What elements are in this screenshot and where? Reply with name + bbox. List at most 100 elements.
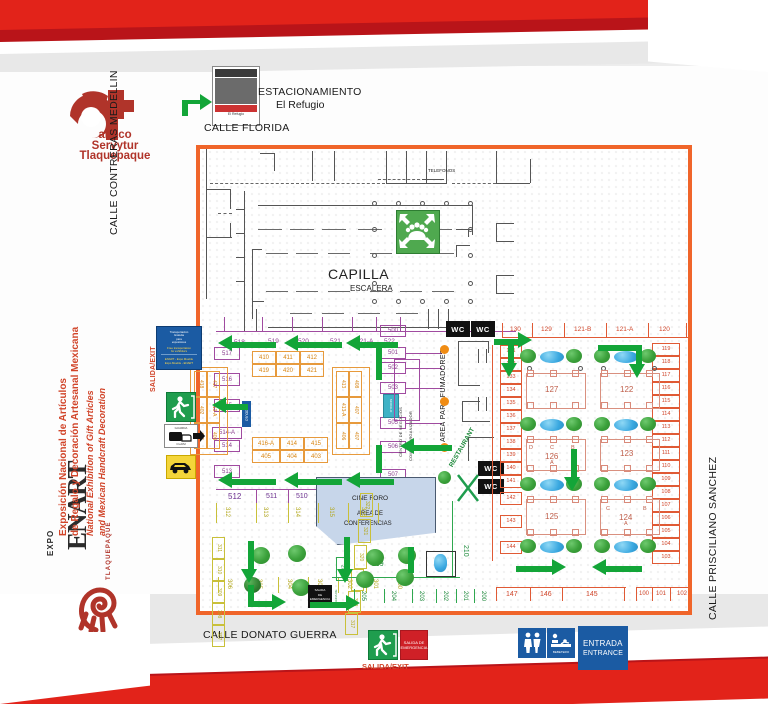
booth-406[interactable]: 406	[336, 423, 349, 449]
booth-210[interactable]: 210	[462, 545, 469, 557]
booth-201[interactable]: 201	[462, 591, 468, 602]
booth-501[interactable]: 501	[380, 347, 406, 359]
booth-119[interactable]: 119	[652, 343, 680, 356]
booth-510[interactable]: 510	[296, 493, 308, 500]
booth-520[interactable]: 520	[298, 338, 309, 345]
booth-420[interactable]: 420	[276, 364, 300, 377]
booth-321[interactable]: 321	[358, 519, 371, 543]
booth-407-b[interactable]: 407	[349, 423, 362, 449]
booth-145[interactable]: 145	[586, 591, 598, 598]
help-module-chip[interactable]: MODULO	[242, 401, 251, 427]
booth-138[interactable]: 138	[500, 436, 522, 449]
booth-204[interactable]: 204	[390, 591, 396, 602]
booth-521[interactable]: 521	[330, 338, 341, 345]
booth-200[interactable]: 200	[480, 591, 486, 602]
booth-301[interactable]: 301	[372, 579, 378, 590]
booth-102[interactable]: 102	[677, 591, 688, 597]
booth-109[interactable]: 109	[652, 473, 680, 486]
booth-144[interactable]: 144	[500, 541, 522, 554]
booth-521-A[interactable]: 521-A	[356, 338, 373, 345]
booth-404[interactable]: 404	[280, 450, 304, 463]
booth-416-A[interactable]: 416-A	[252, 437, 280, 450]
booth-410[interactable]: 410	[252, 351, 276, 364]
booth-408[interactable]: 408	[349, 371, 362, 397]
booth-114[interactable]: 114	[652, 408, 680, 421]
booth-104[interactable]: 104	[652, 538, 680, 551]
booth-315[interactable]: 315	[328, 507, 334, 518]
booth-116[interactable]: 116	[652, 382, 680, 395]
booth-414[interactable]: 414	[280, 437, 304, 450]
booth-129[interactable]: 129	[541, 326, 552, 333]
booth-303[interactable]: 303	[316, 579, 322, 590]
booth-130[interactable]: 130	[510, 326, 521, 333]
booth-418[interactable]: 418	[194, 371, 207, 397]
booth-304[interactable]: 304	[286, 579, 292, 590]
booth-123[interactable]: 123	[620, 449, 634, 458]
booth-107[interactable]: 107	[652, 499, 680, 512]
booth-512[interactable]: 512	[228, 492, 242, 501]
entrance-sign[interactable]: ENTRADA ENTRANCE	[578, 626, 628, 670]
booth-311[interactable]: 311	[212, 537, 225, 559]
booth-307[interactable]: 307	[212, 625, 225, 647]
booth-139[interactable]: 139	[500, 449, 522, 462]
booth-121-A[interactable]: 121-A	[616, 326, 634, 333]
booth-413[interactable]: 413	[336, 371, 349, 397]
booth-302[interactable]: 302	[346, 579, 352, 590]
booth-115[interactable]: 115	[652, 395, 680, 408]
booth-407[interactable]: 407	[349, 397, 362, 423]
booth-403[interactable]: 403	[304, 450, 328, 463]
booth-503[interactable]: 503	[380, 382, 406, 394]
booth-122[interactable]: 122	[620, 385, 634, 394]
booth-108[interactable]: 108	[652, 486, 680, 499]
aid-module-chip[interactable]: MODULO	[383, 394, 399, 418]
booth-124[interactable]: 124	[619, 513, 633, 522]
booth-103[interactable]: 103	[652, 551, 680, 564]
booth-137[interactable]: 137	[500, 423, 522, 436]
booth-125[interactable]: 125	[545, 512, 559, 521]
booth-203[interactable]: 203	[418, 591, 424, 602]
booth-141[interactable]: 141	[500, 475, 522, 488]
booth-121-B[interactable]: 121-B	[574, 326, 592, 333]
booth-313[interactable]: 313	[262, 507, 268, 518]
booth-413-A-right[interactable]: 413-A	[336, 397, 349, 423]
booth-113[interactable]: 113	[652, 421, 680, 434]
booth-126[interactable]: 126	[545, 452, 559, 461]
booth-511[interactable]: 511	[266, 493, 278, 500]
booth-421[interactable]: 421	[300, 364, 324, 377]
booth-111[interactable]: 111	[652, 447, 680, 460]
booth-417[interactable]: 417	[207, 371, 220, 397]
booth-415[interactable]: 415	[304, 437, 328, 450]
booth-308[interactable]: 308	[212, 603, 225, 625]
booth-322[interactable]: 322	[360, 493, 373, 517]
booth-316[interactable]: 316	[360, 507, 366, 518]
booth-136[interactable]: 136	[500, 410, 522, 423]
booth-306[interactable]: 306	[226, 579, 232, 590]
booth-127[interactable]: 127	[545, 385, 559, 394]
booth-143[interactable]: 143	[500, 515, 522, 528]
booth-147[interactable]: 147	[506, 591, 518, 598]
booth-120[interactable]: 120	[659, 326, 670, 333]
booth-140[interactable]: 140	[500, 462, 522, 475]
booth-519[interactable]: 519	[268, 338, 279, 345]
booth-413-A[interactable]: 413-A	[207, 397, 220, 423]
booth-411[interactable]: 411	[276, 351, 300, 364]
booth-312[interactable]: 312	[224, 507, 230, 518]
booth-135[interactable]: 135	[500, 397, 522, 410]
booth-314[interactable]: 314	[294, 507, 300, 518]
exhibition-hall-map[interactable]: CAPILLA ESCALERA TELEFONOS	[190, 145, 692, 647]
booth-409[interactable]: 409	[207, 423, 220, 449]
booth-118[interactable]: 118	[652, 356, 680, 369]
booth-100[interactable]: 100	[639, 591, 650, 597]
booth-146[interactable]: 146	[540, 591, 552, 598]
booth-142[interactable]: 142	[500, 492, 522, 505]
booth-500[interactable]: 500	[380, 325, 406, 337]
booth-405[interactable]: 405	[252, 450, 280, 463]
booth-134[interactable]: 134	[500, 384, 522, 397]
booth-522[interactable]: 522	[384, 338, 395, 345]
booth-101[interactable]: 101	[656, 591, 667, 597]
booth-419[interactable]: 419	[252, 364, 276, 377]
booth-412[interactable]: 412	[300, 351, 324, 364]
booth-202[interactable]: 202	[442, 591, 448, 602]
booth-317[interactable]: 317	[345, 613, 358, 635]
booth-106[interactable]: 106	[652, 512, 680, 525]
